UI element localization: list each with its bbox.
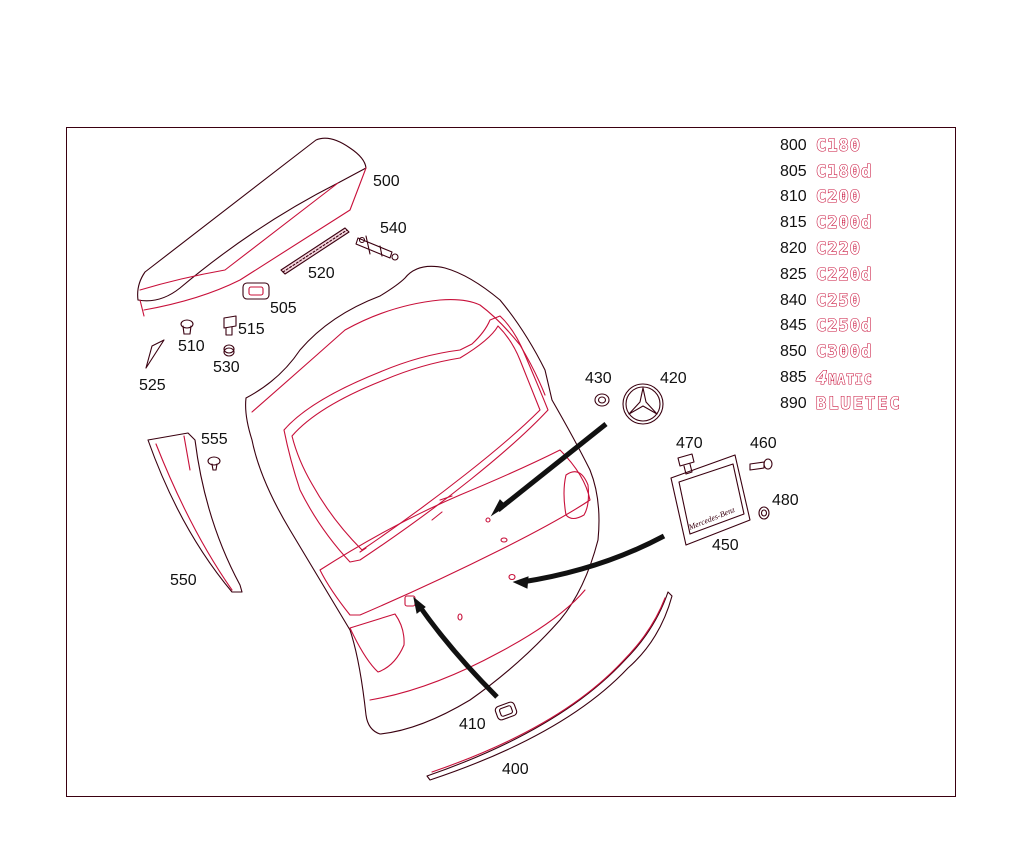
bolt-460 [749,458,773,471]
callout-555: 555 [201,431,228,448]
callout-410: 410 [459,716,486,733]
trim-strip-400 [426,591,673,781]
mercedes-star-emblem-420 [622,383,664,425]
callout-430: 430 [585,370,612,387]
legend-row: 840 C250 [780,288,902,314]
legend-row: 850 C300d [780,339,902,365]
legend-part-number: 800 [780,136,807,154]
nut-480 [758,506,770,520]
callout-510: 510 [178,338,205,355]
callout-520: 520 [308,265,335,282]
legend-part-number: 850 [780,343,807,361]
release-button-410 [494,701,518,721]
legend-row: 845 C250d [780,314,902,340]
wiper-strip-520 [280,227,350,275]
legend-row: 890 BLUETEC [780,391,902,417]
legend-row: 815 C200d [780,210,902,236]
legend-row: 805 C180d [780,159,902,185]
legend-row: 810 C200 [780,185,902,211]
legend-badge-text: C180d [815,161,873,182]
hinge-540 [355,235,399,261]
legend-badge-text: C220d [815,264,873,285]
license-plate-holder-450 [670,454,751,546]
legend-row: 800 C180 [780,133,902,159]
callout-470: 470 [676,435,703,452]
trim-525 [145,339,165,369]
legend-badge-text: C180 [815,135,861,156]
callout-525: 525 [139,377,166,394]
legend-badge-text: 4MATIC [815,367,873,390]
legend-part-number: 885 [780,369,807,387]
legend-part-number: 815 [780,214,807,232]
assembly-arrows [413,422,666,699]
legend-row: 885 4MATIC [780,365,902,391]
legend-badge-text: C250 [815,290,861,311]
legend-part-number: 825 [780,265,807,283]
legend-badge-text: C220 [815,239,861,260]
legend-badge-text: C300d [815,342,873,363]
callout-515: 515 [238,321,265,338]
badge-legend: 800 C180 805 C180d 810 C200 815 C200d 82… [780,133,902,417]
legend-part-number: 845 [780,317,807,335]
legend-part-number: 805 [780,162,807,180]
callout-480: 480 [772,492,799,509]
roof-spoiler-500 [137,137,367,317]
side-trim-panel-550 [147,432,243,593]
clip-510 [180,319,194,335]
legend-part-number: 890 [780,394,807,412]
callout-460: 460 [750,435,777,452]
callout-505: 505 [270,300,297,317]
legend-badge-text: C200 [815,187,861,208]
screw-470 [677,453,695,475]
callout-540: 540 [380,220,407,237]
grommet-430 [594,393,610,407]
legend-row: 820 C220 [780,236,902,262]
tailgate-body [245,265,600,735]
callout-450: 450 [712,537,739,554]
legend-badge-text: C250d [815,316,873,337]
callout-530: 530 [213,359,240,376]
plug-515 [223,315,237,336]
grommet-505 [242,282,270,300]
legend-badge-text: BLUETEC [815,393,902,414]
screw-555 [207,456,221,471]
callout-550: 550 [170,572,197,589]
nut-530 [223,344,235,357]
legend-part-number: 820 [780,240,807,258]
legend-badge-text: C200d [815,213,873,234]
legend-part-number: 810 [780,188,807,206]
callout-400: 400 [502,761,529,778]
legend-row: 825 C220d [780,262,902,288]
callout-500: 500 [373,173,400,190]
callout-420: 420 [660,370,687,387]
legend-part-number: 840 [780,291,807,309]
